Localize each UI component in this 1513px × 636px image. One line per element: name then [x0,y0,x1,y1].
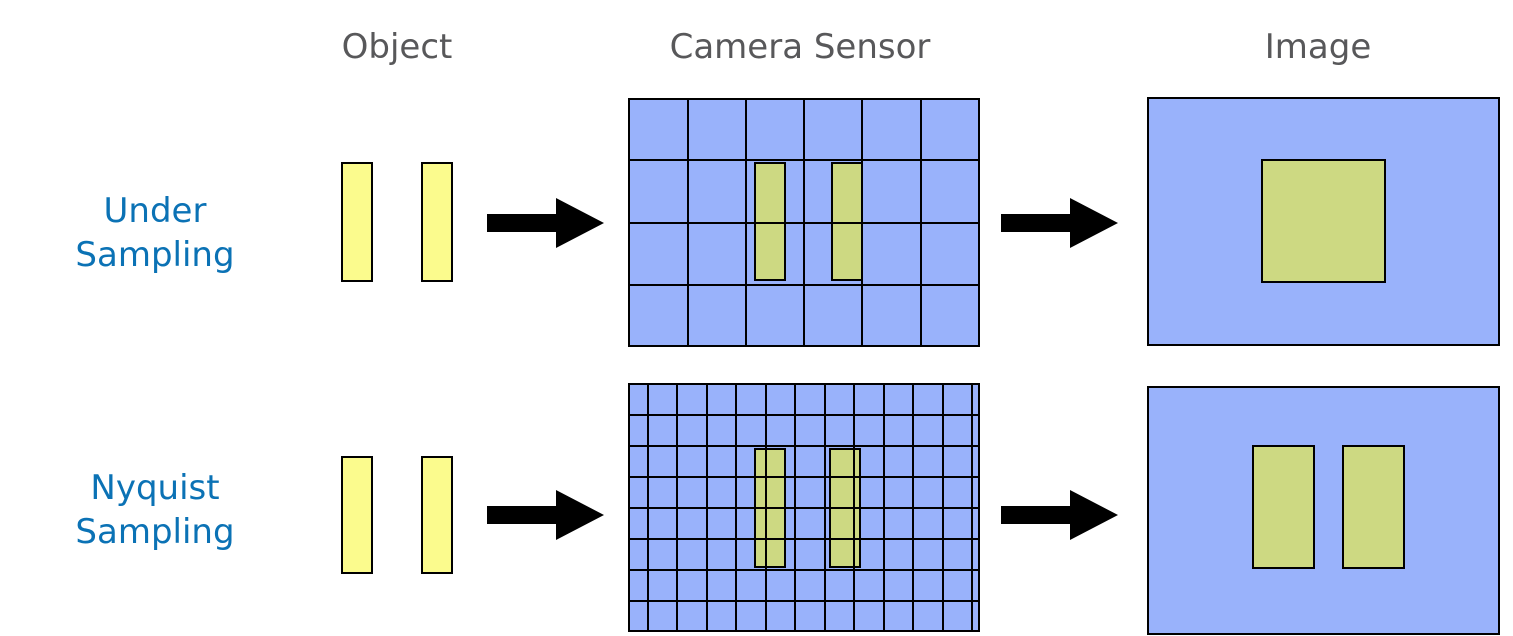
column-header-image: Image [1265,27,1371,67]
right-arrow-icon [1001,198,1118,248]
row-label-nyquist-line2: Sampling [75,512,234,552]
image-resolved-bar [1342,445,1405,569]
column-header-camera-sensor: Camera Sensor [670,27,931,67]
column-header-object: Object [342,27,453,67]
right-arrow-icon [487,198,604,248]
output-image-under [1147,97,1500,346]
camera-sensor-fine [628,383,980,632]
sensor-border [628,98,980,347]
sensor-bar [754,162,786,281]
output-image-nyquist [1147,386,1500,635]
object-bar [341,162,373,282]
nyquist-sampling-row [341,383,1500,635]
sensor-grid-lines [629,384,979,631]
under-sampling-row [341,97,1500,347]
image-merged-block [1261,159,1386,283]
sensor-border [628,383,980,632]
camera-sensor-coarse [628,98,980,347]
object-bar [341,456,373,574]
row-label-under-line1: Under [104,191,207,231]
right-arrow-icon [1001,490,1118,540]
row-label-nyquist-line1: Nyquist [90,468,219,508]
image-resolved-bar [1252,445,1315,569]
right-arrow-icon [487,490,604,540]
row-label-under-line2: Sampling [75,235,234,275]
sensor-grid-lines [629,99,979,346]
object-bar [421,162,453,282]
sensor-bar [831,162,863,281]
object-bar [421,456,453,574]
image-background [1147,386,1500,635]
